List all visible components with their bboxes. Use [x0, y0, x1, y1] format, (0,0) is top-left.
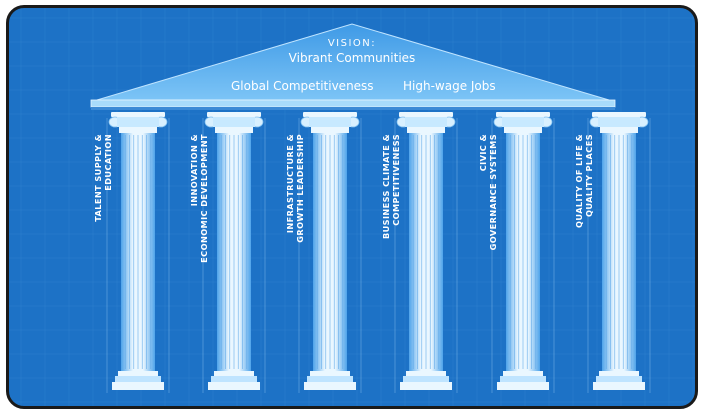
pillar-base-scotia	[115, 376, 161, 382]
pillar-necking	[504, 127, 542, 133]
pillar-5	[491, 112, 555, 393]
pillar-label-line2: GROWTH LEADERSHIP	[295, 134, 305, 243]
pillar-capital-top	[496, 112, 550, 117]
pillar-label-line1: CIVIC &	[478, 134, 488, 172]
pillar-base-torus	[503, 371, 543, 376]
pillar-base-scotia	[403, 376, 449, 382]
pillar-capital-top	[303, 112, 357, 117]
pillar-base-torus	[118, 371, 158, 376]
pillar-capital-top	[207, 112, 261, 117]
pillar-capital-top	[111, 112, 165, 117]
temple-architrave-shadow	[91, 107, 615, 110]
pillar-plinth	[208, 382, 260, 390]
vision-heading: VISION: Vibrant Communities	[9, 38, 695, 65]
pillar-plinth	[304, 382, 356, 390]
pillar-plinth	[593, 382, 645, 390]
pillar-label-1: TALENT SUPPLY &EDUCATION	[93, 134, 113, 284]
pillar-label-line2: EDUCATION	[103, 134, 113, 191]
pillar-plinth	[112, 382, 164, 390]
pillar-capital-top	[399, 112, 453, 117]
pillar-necking	[407, 127, 445, 133]
pillar-base-torus	[310, 371, 350, 376]
pillar-label-4: BUSINESS CLIMATE &COMPETITIVENESS	[381, 134, 401, 284]
vision-high-wage-jobs: High-wage Jobs	[403, 79, 496, 93]
pillar-base-scotia	[500, 376, 546, 382]
pillar-label-3: INFRASTRUCTURE &GROWTH LEADERSHIP	[285, 134, 305, 284]
pillar-label-line1: INNOVATION &	[189, 134, 199, 207]
pillar-necking	[119, 127, 157, 133]
pillar-plinth	[400, 382, 452, 390]
pillar-label-line1: QUALITY OF LIFE &	[574, 134, 584, 228]
pillar-base-scotia	[307, 376, 353, 382]
pillar-necking	[215, 127, 253, 133]
pillar-base-torus	[214, 371, 254, 376]
pillar-echinus	[213, 117, 255, 127]
pillar-base-scotia	[211, 376, 257, 382]
pillar-echinus	[502, 117, 544, 127]
pillars-group	[106, 112, 651, 393]
pillar-necking	[311, 127, 349, 133]
pillar-label-line2: GOVERNANCE SYSTEMS	[488, 134, 498, 251]
pillar-echinus	[598, 117, 640, 127]
vision-line-communities: Vibrant Communities	[288, 51, 416, 65]
pillar-label-line2: COMPETITIVENESS	[391, 134, 401, 226]
pillar-label-line1: BUSINESS CLIMATE &	[381, 134, 391, 240]
temple-diagram	[9, 8, 695, 406]
pillar-6	[587, 112, 651, 393]
pillar-label-line1: INFRASTRUCTURE &	[285, 134, 295, 234]
pillar-label-line2: ECONOMIC DEVELOPMENT	[199, 134, 209, 263]
pillar-label-line2: QUALITY PLACES	[584, 134, 594, 217]
pillar-echinus	[405, 117, 447, 127]
pillar-base-torus	[599, 371, 639, 376]
pillar-4	[394, 112, 458, 393]
pillar-echinus	[309, 117, 351, 127]
pillar-echinus	[117, 117, 159, 127]
pillar-3	[298, 112, 362, 393]
pillar-label-2: INNOVATION &ECONOMIC DEVELOPMENT	[189, 134, 209, 284]
pillar-1	[106, 112, 170, 393]
pillar-necking	[600, 127, 638, 133]
diagram-frame: VISION: Vibrant Communities Global Compe…	[6, 5, 698, 409]
pillar-capital-top	[592, 112, 646, 117]
pillar-base-scotia	[596, 376, 642, 382]
pillar-label-5: CIVIC &GOVERNANCE SYSTEMS	[478, 134, 498, 284]
pillar-2	[202, 112, 266, 393]
vision-label: VISION:	[327, 38, 377, 49]
vision-global-competitiveness: Global Competitiveness	[231, 79, 374, 93]
temple-architrave	[90, 99, 616, 108]
pillar-plinth	[497, 382, 549, 390]
pillar-label-line1: TALENT SUPPLY &	[93, 134, 103, 222]
pillar-base-torus	[406, 371, 446, 376]
pillar-label-6: QUALITY OF LIFE &QUALITY PLACES	[574, 134, 594, 284]
